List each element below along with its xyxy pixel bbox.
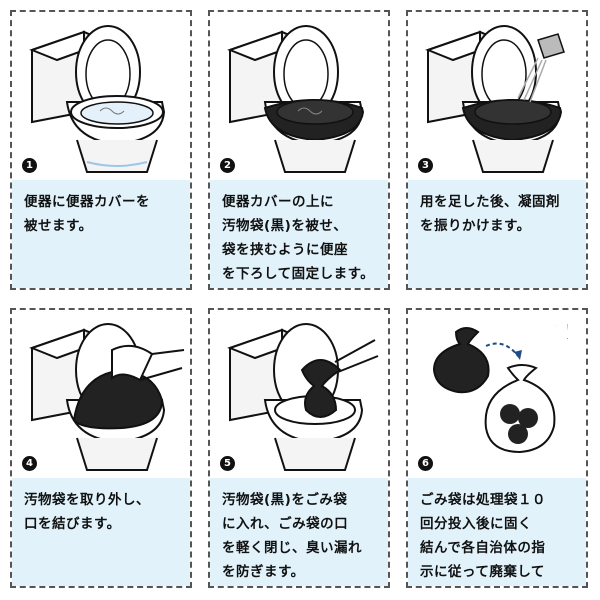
step-number-6: 6 — [418, 456, 433, 471]
toilet-with-cover-illustration — [29, 25, 166, 173]
step-caption-3: 用を足した後、凝固剤 を振りかけます。 — [408, 180, 586, 288]
black-bag-icon — [432, 327, 490, 394]
step-number-5: 5 — [220, 456, 235, 471]
step-caption-4: 汚物袋を取り外し、 口を結びます。 — [12, 478, 190, 586]
bag-into-trash-bag-illustration — [227, 323, 379, 471]
step-number-1: 1 — [22, 158, 37, 173]
step-panel-4: 4 汚物袋を取り外し、 口を結びます。 — [10, 308, 192, 588]
step-number-4: 4 — [22, 456, 37, 471]
trash-bag-full-illustration: 完了！ — [432, 320, 585, 454]
remove-bag-hands-illustration — [29, 323, 185, 471]
step-caption-2: 便器カバーの上に 汚物袋(黒)を被せ、 袋を挟むように便座 を下ろして固定します… — [210, 180, 388, 288]
step-panel-3: 3 用を足した後、凝固剤 を振りかけます。 — [406, 10, 588, 290]
step-panel-2: 2 便器カバーの上に 汚物袋(黒)を被せ、 袋を挟むように便座 を下ろして固定し… — [208, 10, 390, 290]
step-panel-5: 5 汚物袋(黒)をごみ袋 に入れ、ごみ袋の口 を軽く閉じ、臭い漏れ を防ぎます。 — [208, 308, 390, 588]
toilet-black-bag-illustration — [227, 25, 365, 173]
done-label: 完了！ — [518, 320, 584, 346]
step-panel-6: 完了！ 6 ごみ袋は処理袋１０ 回分投入後に固く 結んで各自治体の指 示に従って… — [406, 308, 588, 588]
step-caption-5: 汚物袋(黒)をごみ袋 に入れ、ごみ袋の口 を軽く閉じ、臭い漏れ を防ぎます。 — [210, 478, 388, 586]
step-caption-1: 便器に便器カバーを 被せます。 — [12, 180, 190, 288]
step-number-3: 3 — [418, 158, 433, 173]
trash-bag-icon — [484, 364, 556, 454]
coagulant-packet-icon — [517, 33, 565, 103]
sprinkle-coagulant-illustration — [425, 25, 565, 173]
step-number-2: 2 — [220, 158, 235, 173]
step-caption-6: ごみ袋は処理袋１０ 回分投入後に固く 結んで各自治体の指 示に従って廃棄して く… — [408, 478, 586, 586]
step-panel-1: 1 便器に便器カバーを 被せます。 — [10, 10, 192, 290]
